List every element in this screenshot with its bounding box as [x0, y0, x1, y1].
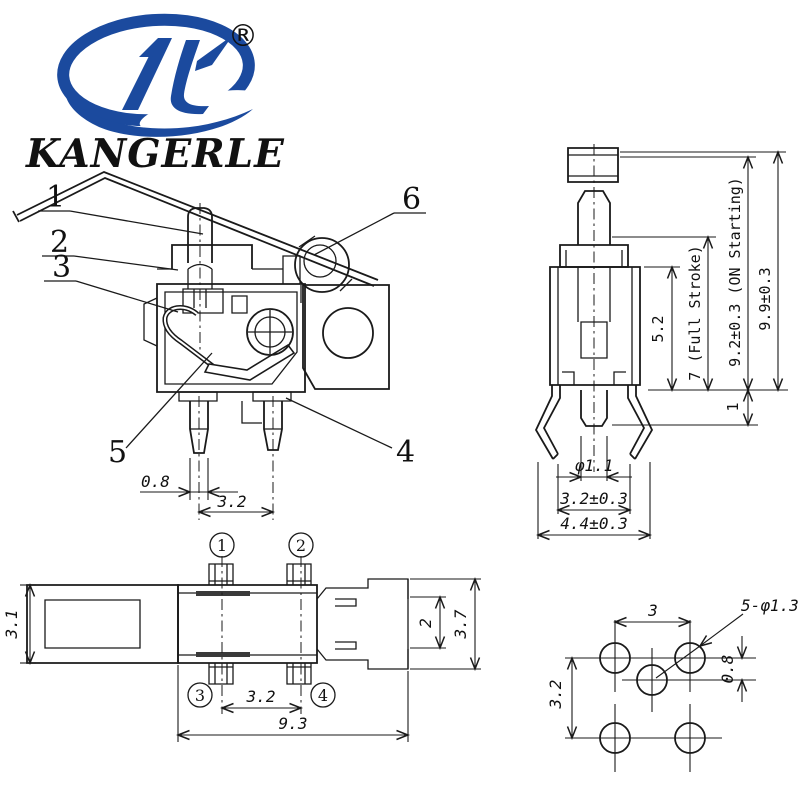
- terminal-3-label: 3: [195, 686, 205, 705]
- logo-swoosh: [66, 97, 253, 137]
- switch-body: [156, 283, 306, 393]
- dim-total-height: 9.9±0.3: [756, 267, 774, 330]
- logo-monogram-flag: [195, 35, 233, 71]
- lever-tip: [12, 210, 20, 223]
- dim-pin-width: 0.8: [141, 472, 170, 491]
- dim-leg-span: 4.4±0.3: [560, 514, 627, 533]
- upper-housing: [171, 244, 253, 269]
- roller-inner: [303, 244, 337, 278]
- terminal-tab-3: [208, 663, 234, 685]
- side-bottom-dims: φ1.1 3.2±0.3 4.4±0.3: [538, 436, 650, 539]
- dim-standoff: 1: [724, 402, 742, 411]
- side-view: 5.2 7 (Full Stroke) 9.2±0.3 (ON Starting…: [534, 144, 788, 539]
- callout-3: 3: [52, 250, 71, 285]
- callout-1: 1: [46, 180, 65, 215]
- pcb-pattern: 3 3.2 0.8 5-φ1.3: [546, 596, 799, 772]
- lever-line-inner: [19, 177, 375, 287]
- callout-2: 2: [50, 225, 69, 260]
- dim-pin-dia: φ1.1: [575, 456, 614, 475]
- terminal-tab-4: [286, 663, 312, 685]
- callouts: 1 2 3 5 4 6: [38, 180, 426, 470]
- callout-6: 6: [402, 182, 421, 217]
- dim-terminal-pitch: 3.2: [246, 687, 276, 706]
- lever-line-outer: [16, 171, 379, 281]
- side-dims: 5.2 7 (Full Stroke) 9.2±0.3 (ON Starting…: [649, 152, 778, 425]
- dim-pin-pitch: 3.2: [217, 492, 247, 511]
- terminal-pin-left: [189, 401, 209, 454]
- dim-body-width: 3.7: [451, 609, 470, 639]
- latch-top: [316, 578, 409, 600]
- contact-blade: [203, 343, 296, 381]
- dim-overall-length: 9.3: [279, 714, 308, 733]
- callout-4: 4: [396, 435, 415, 470]
- front-view: 1 2 3 5 4 6 0.8 3.2: [12, 171, 426, 520]
- logo-monogram-hook: [170, 40, 209, 115]
- dim-full-stroke: 7 (Full Stroke): [686, 245, 704, 380]
- top-dims: 3.1 2 3.7 3.2 9.3: [2, 579, 481, 742]
- leg-right: [627, 385, 654, 460]
- leg-left: [534, 385, 561, 460]
- contact-rivet: [246, 308, 294, 356]
- mount-hole: [322, 307, 374, 359]
- brand-wordmark: KANGERLE: [25, 131, 285, 177]
- terminal-tab-2: [286, 563, 312, 585]
- latch-bottom: [316, 648, 409, 670]
- terminal-markers: 1 2 3 4: [187, 532, 336, 708]
- top-view: 1 2 3 4 3.1 2 3.7 3.2 9.3: [2, 532, 481, 742]
- lever-side-profile: [567, 147, 619, 183]
- dim-on-starting: 9.2±0.3 (ON Starting): [726, 177, 744, 367]
- dim-hole-span-y: 3.2: [546, 680, 565, 710]
- pcb-dims: 3 3.2 0.8 5-φ1.3: [546, 596, 799, 738]
- label-holes: 5-φ1.3: [741, 596, 799, 615]
- registered-icon: ®: [228, 19, 258, 54]
- body-side: [549, 266, 641, 386]
- terminal-2-label: 2: [296, 536, 306, 555]
- logo-monogram-one: [122, 38, 172, 110]
- terminal-tab-1: [208, 563, 234, 585]
- dim-leg-pitch: 3.2±0.3: [559, 489, 627, 508]
- callout-5: 5: [108, 435, 127, 470]
- mount-plate: [302, 284, 390, 390]
- body-top-profile: [177, 584, 318, 664]
- terminal-1-label: 1: [217, 536, 227, 555]
- lever-top-profile: [26, 584, 179, 664]
- dim-center-offset: 0.8: [718, 655, 737, 684]
- roller-outer: [294, 237, 350, 293]
- front-dims: 0.8 3.2: [140, 458, 273, 512]
- dim-slot-width: 2: [416, 618, 435, 628]
- dim-body-height: 5.2: [649, 315, 667, 342]
- logo: ® KANGERLE: [25, 13, 285, 177]
- dim-lever-width: 3.1: [2, 610, 21, 640]
- dim-hole-span-x: 3: [647, 601, 658, 620]
- terminal-4-label: 4: [318, 686, 328, 705]
